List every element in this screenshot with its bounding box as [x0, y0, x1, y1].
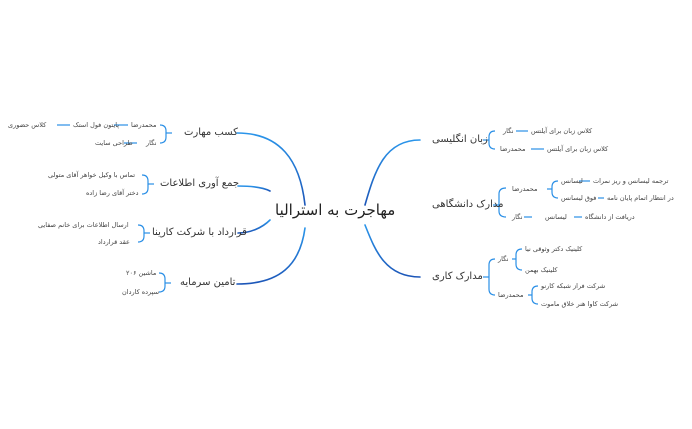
- leaf-receive-from-university[interactable]: دریافت از دانشگاه: [585, 213, 635, 221]
- leaf-clinic-bahman[interactable]: کلینیک بهمن: [525, 266, 558, 274]
- leaf-web-design[interactable]: طراحی سایت: [95, 139, 133, 147]
- topic-university-documents[interactable]: مدارک دانشگاهی: [432, 199, 504, 210]
- subtopic-negar[interactable]: نگار: [146, 139, 157, 147]
- topic-information-gathering[interactable]: جمع آوری اطلاعات: [160, 178, 240, 189]
- leaf-awaiting-thesis[interactable]: در انتظار اتمام پایان نامه: [607, 194, 674, 202]
- node-bachelor[interactable]: لیسانس: [561, 177, 583, 185]
- node-python-fullstack[interactable]: پایتون فول استک: [73, 121, 120, 129]
- topic-karina-contract[interactable]: قرارداد با شرکت کارینا: [152, 227, 247, 238]
- leaf-send-info-safaei[interactable]: ارسال اطلاعات برای خانم صفایی: [38, 221, 129, 229]
- node-master[interactable]: فوق لیسانس: [561, 194, 597, 202]
- subtopic-mohammadreza[interactable]: محمدرضا: [498, 291, 524, 299]
- subtopic-mohammadreza[interactable]: محمدرضا: [500, 145, 526, 153]
- topic-skill-acquisition[interactable]: کسب مهارت: [184, 127, 238, 138]
- leaf-car-206[interactable]: ماشین ۲۰۶: [126, 269, 157, 277]
- topic-work-documents[interactable]: مدارک کاری: [432, 271, 483, 282]
- node-bachelor[interactable]: لیسانس: [545, 213, 567, 221]
- leaf-ielts-class[interactable]: کلاس زبان برای آیلتس: [531, 127, 593, 135]
- topic-funding[interactable]: تامین سرمایه: [180, 277, 236, 288]
- subtopic-negar[interactable]: نگار: [512, 213, 523, 221]
- subtopic-mohammadreza[interactable]: محمدرضا: [131, 121, 157, 129]
- root-topic[interactable]: مهاجرت به استرالیا: [275, 201, 396, 219]
- leaf-kava-company[interactable]: شرکت کاوا هنر خلاق ماموت: [541, 300, 619, 308]
- leaf-clinic-vosoughi[interactable]: کلینیک دکتر وثوقی نیا: [525, 245, 583, 253]
- leaf-faraz-company[interactable]: شرکت فراز شبکه کارنو: [541, 282, 606, 290]
- subtopic-mohammadreza[interactable]: محمدرضا: [512, 185, 538, 193]
- topic-english-language[interactable]: زبان انگلیسی: [432, 134, 488, 145]
- leaf-contact-lawyer[interactable]: تماس با وکیل خواهر آقای متولی: [48, 171, 136, 179]
- leaf-kardan-deposit[interactable]: سپرده کاردان: [122, 288, 160, 296]
- leaf-in-person-class[interactable]: کلاس حضوری: [8, 121, 47, 129]
- leaf-sign-contract[interactable]: عقد قرارداد: [98, 238, 130, 246]
- leaf-translate-bachelor[interactable]: ترجمه لیسانس و ریز نمرات: [593, 177, 669, 185]
- leaf-rezazadeh-daughter[interactable]: دختر آقای رضا زاده: [86, 189, 139, 197]
- subtopic-negar[interactable]: نگار: [498, 255, 509, 263]
- leaf-ielts-class[interactable]: کلاس زبان برای آیلتس: [547, 145, 609, 153]
- subtopic-negar[interactable]: نگار: [503, 127, 514, 135]
